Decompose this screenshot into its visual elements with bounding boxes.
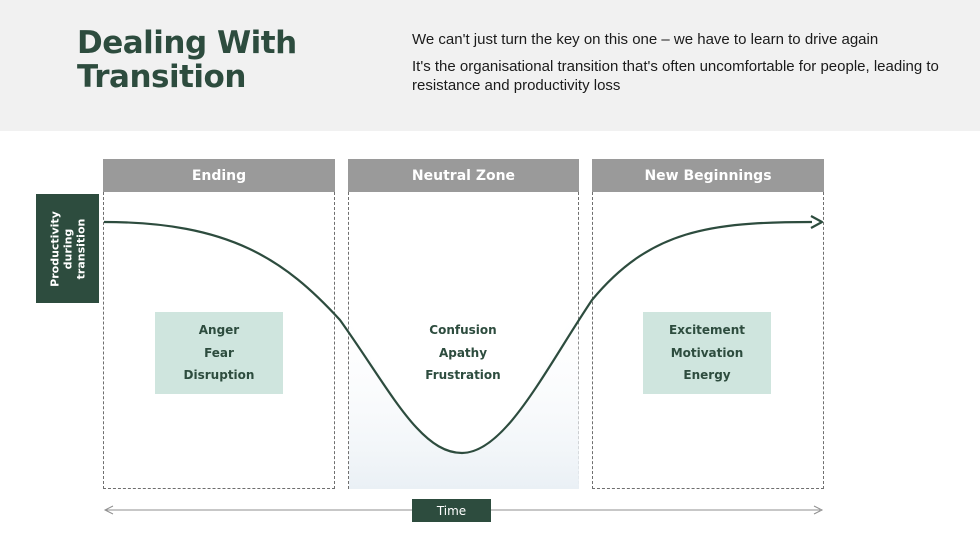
description-line-1: We can't just turn the key on this one –… [412, 31, 879, 48]
title-line-1: Dealing With [77, 25, 297, 61]
description-line-2: It's the organisational transition that'… [412, 58, 939, 94]
emotion-item: Energy [683, 368, 731, 383]
emotions-new-beginnings: Excitement Motivation Energy [643, 312, 771, 394]
y-axis-label-line-1: Productivity [48, 210, 61, 287]
emotion-item: Motivation [670, 345, 744, 360]
phase-header-new-beginnings: New Beginnings [592, 159, 824, 192]
title-line-2: Transition [77, 59, 246, 95]
time-axis-left-arrow-icon [103, 505, 114, 515]
page-title: Dealing With Transition [77, 26, 377, 94]
emotion-item: Excitement [669, 323, 745, 338]
emotion-item: Frustration [425, 368, 501, 383]
y-axis-label-line-2: during [61, 228, 74, 269]
emotion-item: Anger [198, 323, 240, 338]
emotions-ending: Anger Fear Disruption [155, 312, 283, 394]
x-axis-label: Time [412, 499, 491, 522]
emotion-item: Fear [204, 345, 234, 360]
time-axis-right-arrow-icon [813, 505, 824, 515]
description: We can't just turn the key on this one –… [412, 30, 952, 103]
emotion-item: Disruption [183, 368, 255, 383]
phase-header-ending: Ending [103, 159, 335, 192]
emotions-neutral-zone: Confusion Apathy Frustration [399, 312, 527, 394]
phase-header-neutral-zone: Neutral Zone [348, 159, 579, 192]
emotion-item: Apathy [438, 345, 488, 360]
header-band: Dealing With Transition We can't just tu… [0, 0, 980, 131]
emotion-item: Confusion [429, 323, 497, 338]
y-axis-label: Productivity during transition [36, 194, 99, 303]
y-axis-label-line-3: transition [74, 218, 87, 279]
